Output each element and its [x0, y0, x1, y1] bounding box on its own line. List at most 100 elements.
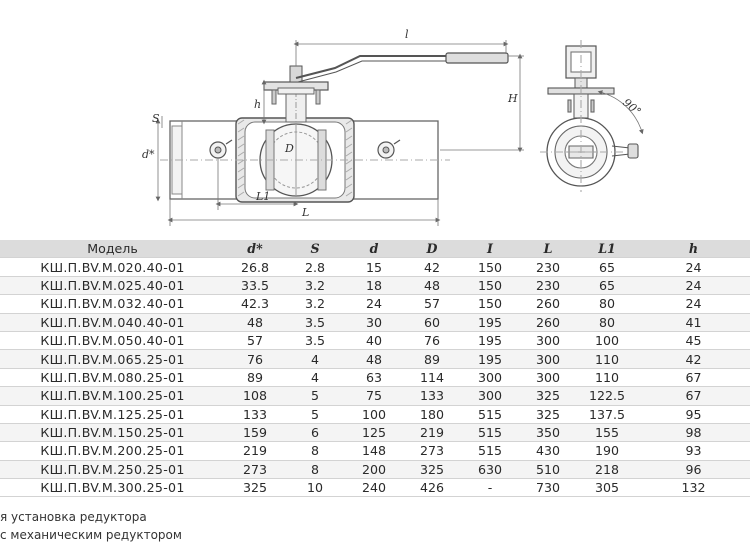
dim-label-L: L: [301, 206, 309, 219]
value-cell: 40: [345, 331, 403, 351]
value-cell: 515: [461, 423, 519, 443]
model-cell: КШ.П.BV.М.250.25-01: [0, 460, 225, 480]
front-dimensions: [155, 40, 524, 226]
header-4: D: [403, 240, 461, 259]
value-cell: 159: [225, 423, 285, 443]
model-cell: КШ.П.BV.М.032.40-01: [0, 294, 225, 314]
value-cell: 3.2: [285, 276, 345, 296]
model-cell: КШ.П.BV.М.065.25-01: [0, 349, 225, 369]
side-view: [540, 40, 644, 192]
front-view: [160, 52, 509, 203]
value-cell: 89: [403, 349, 461, 369]
header-5: I: [461, 240, 519, 259]
value-cell: 24: [345, 294, 403, 314]
value-cell: 195: [461, 331, 519, 351]
value-cell: 24: [637, 257, 750, 277]
model-cell: КШ.П.BV.М.200.25-01: [0, 441, 225, 461]
value-cell: 195: [461, 349, 519, 369]
value-cell: 195: [461, 313, 519, 332]
value-cell: 114: [403, 368, 461, 388]
model-cell: КШ.П.BV.М.125.25-01: [0, 405, 225, 424]
value-cell: 325: [519, 386, 577, 406]
technical-drawing: l H h S d* D L1 L: [0, 0, 750, 236]
value-cell: 630: [461, 460, 519, 480]
value-cell: 48: [225, 313, 285, 332]
value-cell: 150: [461, 276, 519, 296]
value-cell: 108: [225, 386, 285, 406]
value-cell: 230: [519, 257, 577, 277]
dim-label-angle: 90°: [620, 96, 643, 118]
header-2: S: [285, 240, 345, 259]
dim-label-d-star: d*: [142, 148, 155, 161]
value-cell: 89: [225, 368, 285, 388]
value-cell: 430: [519, 441, 577, 461]
header-model: Модель: [0, 240, 225, 259]
value-cell: 132: [637, 478, 750, 498]
value-cell: 3.2: [285, 294, 345, 314]
value-cell: 137.5: [577, 405, 637, 424]
value-cell: 30: [345, 313, 403, 332]
value-cell: 93: [637, 441, 750, 461]
value-cell: 45: [637, 331, 750, 351]
model-cell: КШ.П.BV.М.080.25-01: [0, 368, 225, 388]
value-cell: 4: [285, 368, 345, 388]
value-cell: 180: [403, 405, 461, 424]
handle-grip: [445, 52, 509, 64]
value-cell: 80: [577, 294, 637, 314]
value-cell: 150: [461, 257, 519, 277]
value-cell: 96: [637, 460, 750, 480]
value-cell: 150: [461, 294, 519, 314]
value-cell: 325: [519, 405, 577, 424]
dim-label-l: l: [405, 28, 409, 41]
value-cell: 63: [345, 368, 403, 388]
value-cell: 350: [519, 423, 577, 443]
header-6: L: [519, 240, 577, 259]
value-cell: 190: [577, 441, 637, 461]
value-cell: 65: [577, 257, 637, 277]
value-cell: 33.5: [225, 276, 285, 296]
value-cell: 57: [403, 294, 461, 314]
value-cell: 260: [519, 294, 577, 314]
value-cell: -: [461, 478, 519, 498]
value-cell: 60: [403, 313, 461, 332]
value-cell: 67: [637, 386, 750, 406]
footnote-2: с механическим редуктором: [0, 528, 182, 542]
value-cell: 300: [461, 368, 519, 388]
value-cell: 325: [403, 460, 461, 480]
value-cell: 515: [461, 405, 519, 424]
value-cell: 65: [577, 276, 637, 296]
footnote-1: я установка редуктора: [0, 510, 147, 524]
value-cell: 273: [403, 441, 461, 461]
value-cell: 730: [519, 478, 577, 498]
value-cell: 148: [345, 441, 403, 461]
model-cell: КШ.П.BV.М.150.25-01: [0, 423, 225, 443]
value-cell: 200: [345, 460, 403, 480]
value-cell: 110: [577, 349, 637, 369]
value-cell: 300: [461, 386, 519, 406]
value-cell: 4: [285, 349, 345, 369]
value-cell: 75: [345, 386, 403, 406]
value-cell: 510: [519, 460, 577, 480]
model-cell: КШ.П.BV.М.020.40-01: [0, 257, 225, 277]
header-8: h: [637, 240, 750, 259]
value-cell: 48: [345, 349, 403, 369]
dim-label-h: h: [254, 98, 261, 111]
value-cell: 41: [637, 313, 750, 332]
value-cell: 325: [225, 478, 285, 498]
dim-label-D: D: [284, 142, 294, 155]
model-cell: КШ.П.BV.М.040.40-01: [0, 313, 225, 332]
dim-label-L1: L1: [255, 190, 270, 203]
valve-drawing-svg: l H h S d* D L1 L: [142, 28, 644, 226]
dim-label-H: H: [507, 92, 518, 105]
value-cell: 98: [637, 423, 750, 443]
value-cell: 5: [285, 405, 345, 424]
value-cell: 300: [519, 349, 577, 369]
value-cell: 125: [345, 423, 403, 443]
value-cell: 8: [285, 460, 345, 480]
